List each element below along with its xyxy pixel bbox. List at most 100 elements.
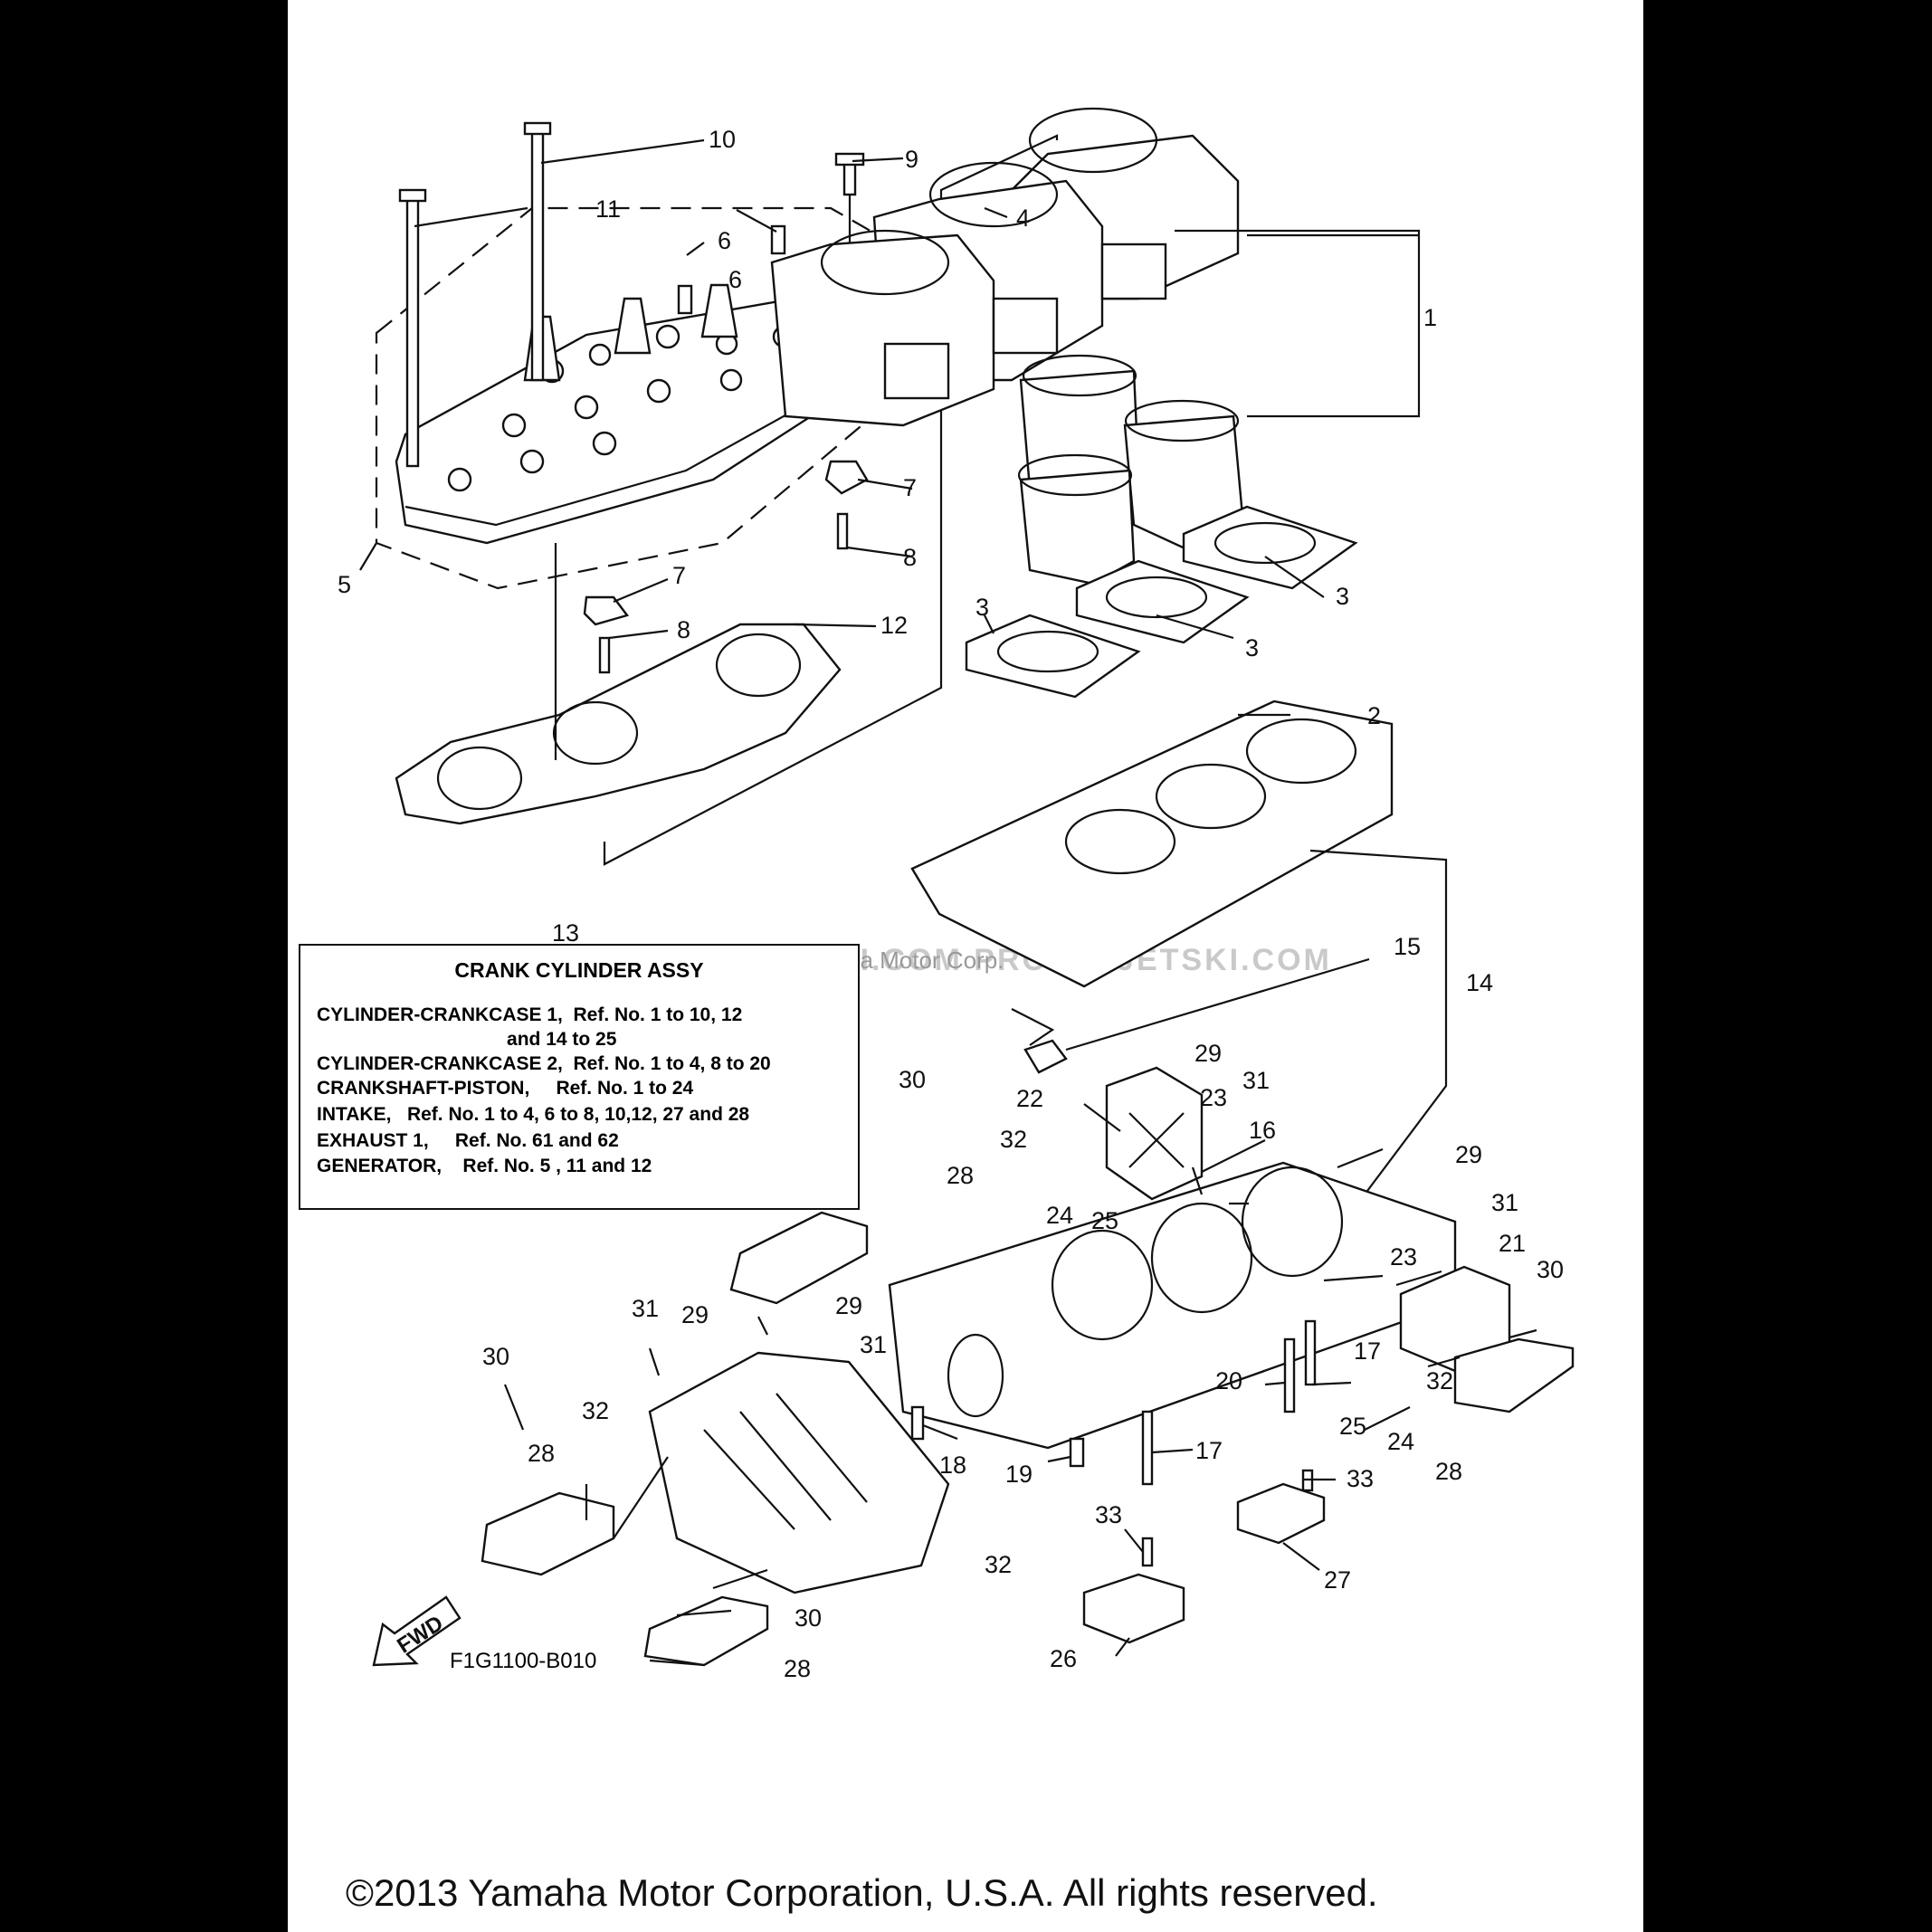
rubber-mount-28-a bbox=[729, 1211, 869, 1305]
callout-8b: 8 bbox=[677, 616, 690, 643]
engine-mount-22 bbox=[1105, 1066, 1204, 1201]
base-gaskets bbox=[965, 505, 1358, 699]
bolt-20 bbox=[1283, 1337, 1296, 1413]
cylinder-block-set bbox=[770, 107, 1240, 427]
callout-26: 26 bbox=[1050, 1645, 1077, 1672]
callout-29c: 29 bbox=[681, 1301, 709, 1328]
callout-15: 15 bbox=[1394, 933, 1421, 960]
callout-4: 4 bbox=[1016, 205, 1030, 232]
bolt-18 bbox=[910, 1405, 925, 1441]
bolt-19 bbox=[1069, 1437, 1085, 1468]
callout-29a: 29 bbox=[1194, 1040, 1222, 1067]
callout-20: 20 bbox=[1215, 1367, 1242, 1394]
callout-30d: 30 bbox=[1537, 1256, 1564, 1283]
dashed-hidden bbox=[1011, 1008, 1055, 1046]
callout-leaders bbox=[359, 138, 1537, 1667]
callout-19: 19 bbox=[1005, 1461, 1033, 1488]
callout-32d: 32 bbox=[1426, 1367, 1453, 1394]
callout-14: 14 bbox=[1466, 969, 1493, 996]
block-27 bbox=[1236, 1482, 1326, 1545]
pistons bbox=[1017, 354, 1244, 585]
callout-29d: 29 bbox=[835, 1292, 862, 1319]
legend-row: and 14 to 25 bbox=[317, 1029, 617, 1050]
callout-9: 9 bbox=[905, 146, 918, 173]
leader-14 bbox=[1309, 849, 1448, 1232]
callout-33a: 33 bbox=[1347, 1465, 1374, 1492]
callout-33b: 33 bbox=[1095, 1501, 1122, 1528]
callout-24b: 24 bbox=[1387, 1428, 1414, 1455]
callout-3c: 3 bbox=[976, 594, 989, 621]
bushing-15 bbox=[1023, 1039, 1068, 1074]
callout-1: 1 bbox=[1423, 304, 1437, 331]
bracket-7-upper bbox=[824, 460, 869, 495]
bracket-1 bbox=[1175, 229, 1421, 418]
callout-21: 21 bbox=[1499, 1230, 1526, 1257]
copyright-notice: ©2013 Yamaha Motor Corporation, U.S.A. A… bbox=[346, 1871, 1378, 1914]
legend-box: CRANK CYLINDER ASSY CYLINDER-CRANKCASE 1… bbox=[299, 944, 860, 1210]
callout-18: 18 bbox=[939, 1451, 966, 1479]
bolt-33-b bbox=[1141, 1537, 1154, 1567]
rubber-mount-28-d bbox=[1453, 1337, 1575, 1413]
callout-29b: 29 bbox=[1455, 1141, 1482, 1168]
legend-row: GENERATOR, Ref. No. 5 , 11 and 12 bbox=[317, 1156, 652, 1176]
callout-27: 27 bbox=[1324, 1566, 1351, 1594]
lower-crankcase bbox=[888, 1161, 1457, 1450]
bolt-17-a bbox=[1304, 1319, 1317, 1386]
callout-32b: 32 bbox=[582, 1397, 609, 1424]
callout-2: 2 bbox=[1367, 702, 1381, 729]
callout-24a: 24 bbox=[1046, 1202, 1073, 1229]
block-26 bbox=[1082, 1573, 1185, 1644]
left-mount-housing bbox=[648, 1351, 950, 1594]
assembly-bracket-line bbox=[603, 134, 1059, 866]
callout-17b: 17 bbox=[1195, 1437, 1223, 1464]
callout-31c: 31 bbox=[632, 1295, 659, 1322]
callout-30c: 30 bbox=[795, 1604, 822, 1632]
bolt-17-b bbox=[1141, 1410, 1154, 1486]
diagram-code: F1G1100-B010 bbox=[450, 1649, 597, 1673]
callout-5: 5 bbox=[338, 571, 351, 598]
upper-crankcase bbox=[910, 700, 1394, 988]
callout-28a: 28 bbox=[947, 1162, 974, 1189]
callout-32a: 32 bbox=[1000, 1126, 1027, 1153]
callout-30a: 30 bbox=[899, 1066, 926, 1093]
leader-15 bbox=[1065, 957, 1370, 1052]
bracket-7-lower bbox=[583, 595, 630, 626]
legend-row: EXHAUST 1, Ref. No. 61 and 62 bbox=[317, 1130, 619, 1151]
callout-22: 22 bbox=[1016, 1085, 1043, 1112]
legend-row: INTAKE, Ref. No. 1 to 4, 6 to 8, 10,12, … bbox=[317, 1104, 750, 1125]
callout-23b: 23 bbox=[1390, 1243, 1417, 1271]
legend-row: CRANKSHAFT-PISTON, Ref. No. 1 to 24 bbox=[317, 1078, 694, 1099]
exploded-parts-diagram: JETSKI.COM PROMO-JETSKI.COM PROMO-JETSKI… bbox=[338, 107, 1575, 1682]
callout-7b: 7 bbox=[672, 562, 686, 589]
callout-3a: 3 bbox=[1336, 583, 1349, 610]
callout-17a: 17 bbox=[1354, 1337, 1381, 1365]
callout-31b: 31 bbox=[1491, 1189, 1518, 1216]
bolt-8-upper bbox=[836, 512, 849, 550]
bolt-8-lower bbox=[598, 636, 611, 674]
legend-row: CYLINDER-CRANKCASE 1, Ref. No. 1 to 10, … bbox=[317, 1004, 743, 1025]
head-gasket bbox=[395, 623, 842, 825]
legend-row: CYLINDER-CRANKCASE 2, Ref. No. 1 to 4, 8… bbox=[317, 1053, 771, 1074]
callout-25a: 25 bbox=[1091, 1207, 1118, 1234]
callout-13: 13 bbox=[552, 919, 579, 947]
callout-28b: 28 bbox=[528, 1440, 555, 1467]
callout-10: 10 bbox=[709, 126, 736, 153]
bolts-head bbox=[398, 121, 865, 468]
rubber-mount-28-b bbox=[481, 1491, 615, 1576]
callout-8a: 8 bbox=[903, 544, 917, 571]
callout-16: 16 bbox=[1249, 1117, 1276, 1144]
callout-7a: 7 bbox=[903, 474, 917, 501]
callout-28d: 28 bbox=[1435, 1458, 1462, 1485]
callout-32c: 32 bbox=[985, 1551, 1012, 1578]
rubber-mount-28-c bbox=[643, 1595, 769, 1667]
callout-30b: 30 bbox=[482, 1343, 509, 1370]
callout-3b: 3 bbox=[1245, 634, 1259, 661]
callout-numbers: 1 2 3 3 3 3 4 5 6 6 7 7 8 8 9 10 11 12 1… bbox=[338, 126, 1564, 1682]
callout-12: 12 bbox=[880, 612, 908, 639]
callout-11: 11 bbox=[595, 195, 621, 223]
callout-28c: 28 bbox=[784, 1655, 811, 1682]
callout-6b: 6 bbox=[728, 266, 742, 293]
callout-6a: 6 bbox=[718, 227, 731, 254]
legend-title: CRANK CYLINDER ASSY bbox=[454, 958, 704, 982]
callout-31d: 31 bbox=[860, 1331, 887, 1358]
